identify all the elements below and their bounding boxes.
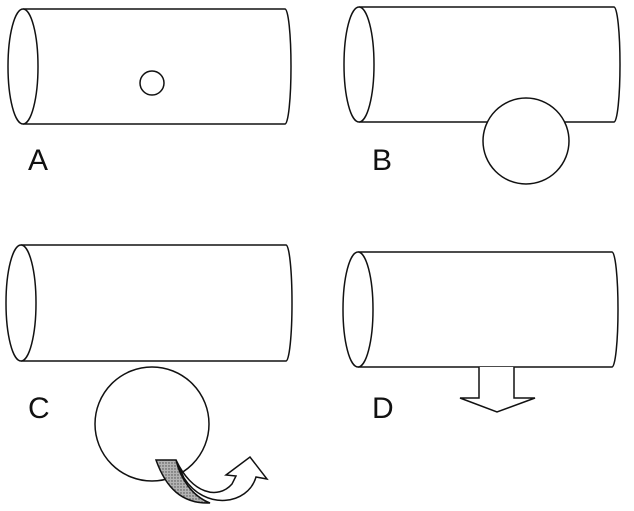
cylinder-d-left-end <box>342 251 374 368</box>
panel-c <box>5 244 293 504</box>
panel-label-a: A <box>28 144 48 177</box>
small-circle-a <box>139 70 165 96</box>
panel-label-b: B <box>372 144 392 177</box>
panel-label-d: D <box>372 392 394 425</box>
down-arrow-d <box>459 367 536 413</box>
detached-circle-c <box>94 366 210 482</box>
cylinder-b-right-end <box>613 6 621 123</box>
cylinder-b-left-end <box>343 6 375 123</box>
cylinder-c-left-end <box>5 244 37 362</box>
panel-b <box>343 6 621 185</box>
shaded-band <box>154 459 211 504</box>
cylinder-d-right-end <box>611 251 619 368</box>
cylinder-c-right-end <box>285 244 293 362</box>
curved-arrow-outline <box>175 455 269 502</box>
panel-d <box>342 251 619 413</box>
large-circle-b <box>482 97 570 185</box>
panel-a <box>7 8 292 125</box>
cylinder-a-body <box>23 8 285 125</box>
cylinder-a-left-end <box>7 8 39 125</box>
panel-label-c: C <box>28 392 50 425</box>
cylinder-d-body <box>358 251 612 368</box>
cylinder-a-right-end <box>284 8 292 125</box>
cylinder-b-body <box>359 6 614 123</box>
cylinder-c-body <box>21 244 286 362</box>
